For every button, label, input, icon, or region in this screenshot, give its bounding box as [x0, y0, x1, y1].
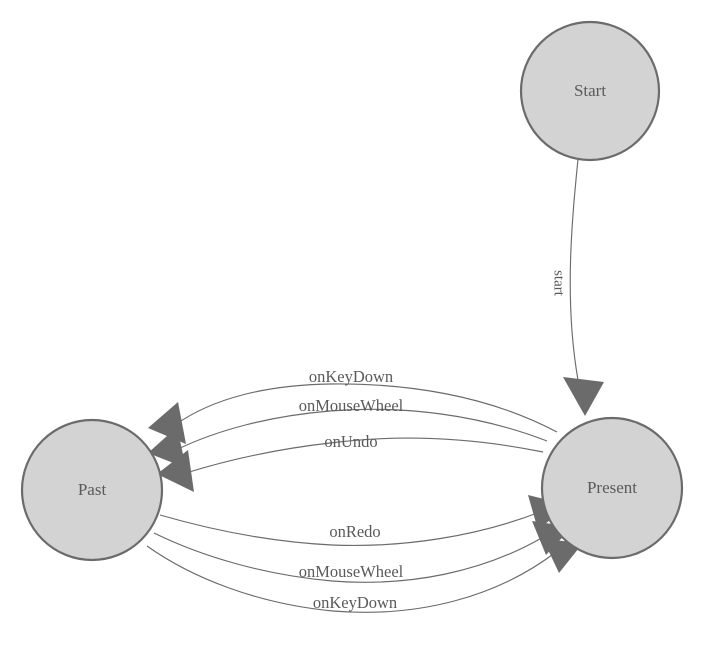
edge-label-present-past-onkeydown: onKeyDown: [309, 367, 393, 386]
node-start[interactable]: Start: [519, 20, 661, 162]
edge-present-to-past-onkeydown[interactable]: onKeyDown: [148, 367, 558, 444]
edge-present-to-past-onundo[interactable]: onUndo: [157, 432, 544, 492]
node-present[interactable]: Present: [540, 416, 684, 560]
node-past[interactable]: Past: [20, 418, 164, 562]
edge-past-to-present-onkeydown-arrowhead: [543, 539, 583, 573]
edge-label-start: start: [551, 270, 567, 297]
edge-past-to-present-onredo[interactable]: onRedo: [159, 495, 568, 546]
edge-present-to-past-onundo-arrowhead: [157, 450, 194, 492]
edge-start-to-present-arrowhead: [563, 377, 604, 416]
edge-start-to-present-path: [569, 158, 579, 381]
edge-past-to-present-onredo-path: [159, 511, 541, 546]
edge-label-past-present-onkeydown: onKeyDown: [313, 593, 397, 612]
node-start-circle: [519, 20, 661, 162]
edge-past-to-present-onmousewheel[interactable]: onMouseWheel: [153, 521, 572, 583]
edge-present-to-past-onundo-path: [185, 437, 544, 474]
edge-past-to-present-onkeydown-path: [146, 545, 557, 613]
edge-past-to-present-onmousewheel-path: [153, 532, 546, 583]
edge-start-to-present[interactable]: start: [551, 158, 604, 416]
edge-present-to-past-onkeydown-path: [174, 383, 558, 433]
edge-label-past-present-onmousewheel: onMouseWheel: [299, 562, 404, 581]
node-past-circle: [20, 418, 164, 562]
edge-present-to-past-onmousewheel-arrowhead: [148, 427, 186, 468]
node-present-circle: [540, 416, 684, 560]
edge-present-to-past-onmousewheel-path: [175, 408, 548, 451]
edge-label-past-present-onredo: onRedo: [329, 522, 380, 541]
